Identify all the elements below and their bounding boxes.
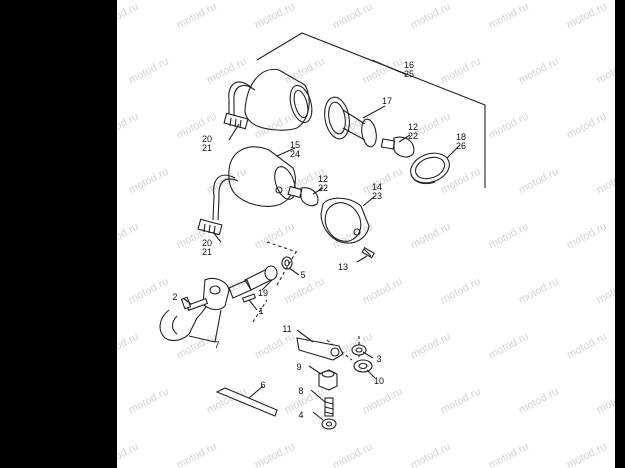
nut-3 [351,344,367,356]
callout-c1: 1 [258,306,263,316]
callout-line: 5 [300,270,305,280]
callout-line: 25 [404,69,414,79]
pin-1 [241,293,257,303]
callout-c3: 3 [376,354,381,364]
callout-line: 6 [260,380,265,390]
callout-c4: 4 [298,410,303,420]
callout-c8: 8 [298,386,303,396]
callout-c9: 9 [296,362,301,372]
rear-lamp-housing [228,68,313,131]
callout-line: 1 [258,306,263,316]
callout-line: 21 [202,143,212,153]
nut-9 [318,369,338,391]
callout-c6: 6 [260,380,265,390]
callout-line: 21 [202,247,212,257]
callout-line: 4 [298,410,303,420]
rear-connector [223,112,249,130]
callout-line: 9 [296,362,301,372]
callout-c7: 7 [214,340,219,350]
front-bulb [287,185,319,207]
front-lamp-housing [212,146,296,221]
washer-4 [321,418,337,430]
callout-line: 24 [290,149,300,159]
washer-5 [281,256,293,270]
callout-line: 11 [282,324,291,334]
callout-line: 17 [382,96,392,106]
callout-c2: 2 [172,292,177,302]
bolt-8 [324,397,334,417]
callout-line: 8 [298,386,303,396]
callout-line: 18 [456,132,466,142]
front-connector [197,218,223,236]
bracket-11 [296,337,344,361]
leader-lines [182,59,461,421]
callout-c17: 17 [382,96,392,106]
stud-19 [228,265,278,299]
callout-line: 2 [172,292,177,302]
screw-13 [361,247,375,259]
callout-line: 10 [374,376,384,386]
callout-line: 23 [372,191,382,201]
callout-line: 13 [338,262,348,272]
alignment-line [252,241,360,361]
exploded-parts-diagram: 1625171222182620211524122214232021135192… [159,32,486,430]
trim-ring [324,96,377,148]
callout-line: 14 [372,182,382,192]
callout-c10: 10 [374,376,384,386]
callout-line: 19 [258,288,268,298]
callout-c19: 19 [258,288,268,298]
bolt-2 [180,296,209,311]
callout-line: 15 [290,140,300,150]
callout-c13: 13 [338,262,348,272]
callout-c11: 11 [282,324,291,334]
callout-line: 20 [202,238,212,248]
front-lens-housing [320,197,370,244]
callout-line: 20 [202,134,212,144]
tool-6 [215,387,278,417]
callout-line: 3 [376,354,381,364]
callout-line: 16 [404,60,414,70]
rear-lens [410,152,450,185]
callout-line: 22 [408,131,418,141]
nut-10 [353,359,373,373]
callout-line: 7 [214,340,219,350]
callout-line: 26 [456,141,466,151]
clamp-7 [159,277,230,341]
callout-line: 22 [318,183,328,193]
callout-c5: 5 [300,270,305,280]
callout-line: 12 [408,122,418,132]
assembly-bracket-outline [256,32,486,188]
callout-line: 12 [318,174,328,184]
